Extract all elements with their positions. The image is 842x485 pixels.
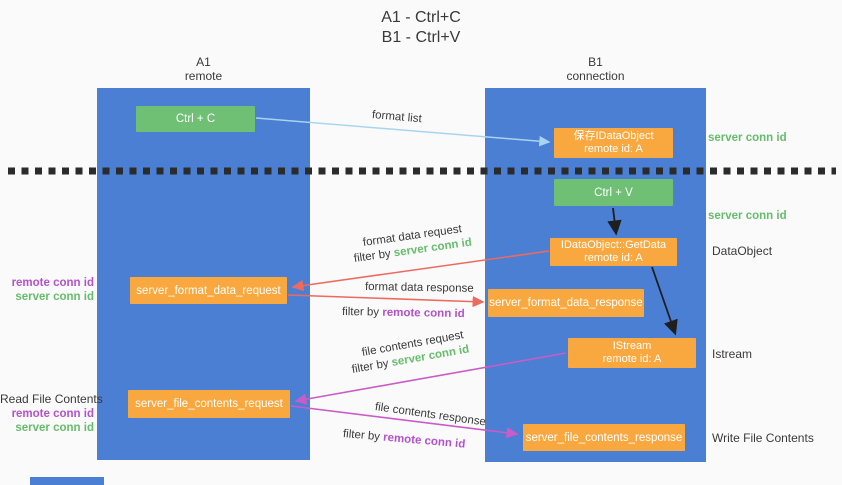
save-idataobject-title: 保存IDataObject bbox=[573, 130, 654, 142]
istream-annotation: Istream bbox=[712, 347, 753, 361]
format-data-response-arrow-label: format data response bbox=[364, 281, 474, 295]
filter-by-text: filter by bbox=[350, 357, 390, 376]
lifeline-b1-role: connection bbox=[566, 69, 625, 83]
lifeline-a1-role: remote bbox=[184, 69, 223, 83]
server-format-data-request-node: server_format_data_request bbox=[130, 277, 287, 304]
server-conn-id-annotation-top: server conn id bbox=[708, 132, 787, 144]
bottom-window-fragment bbox=[30, 477, 104, 485]
format-data-response-filter-label: filter by remote conn id bbox=[342, 306, 465, 320]
server-format-data-response-label: server_format_data_response bbox=[489, 297, 643, 309]
remote-conn-id-key: remote conn id bbox=[382, 306, 465, 321]
save-idataobject-node: 保存IDataObject remote id: A bbox=[554, 128, 673, 158]
istream-node: IStream remote id: A bbox=[568, 338, 696, 368]
remote-conn-id-annotation: remote conn id bbox=[11, 408, 94, 420]
server-file-contents-request-node: server_file_contents_request bbox=[128, 390, 290, 418]
remote-conn-id-annotation: remote conn id bbox=[11, 277, 94, 289]
filter-by-text: filter by bbox=[353, 247, 392, 265]
server-file-contents-response-label: server_file_contents_response bbox=[525, 431, 683, 444]
file-contents-response-filter-label: filter by remote conn id bbox=[342, 428, 465, 451]
read-file-contents-annotation: Read File Contents bbox=[0, 392, 103, 406]
idataobject-getdata-node: IDataObject::GetData remote id: A bbox=[550, 238, 677, 266]
lifeline-a1-name: A1 bbox=[196, 55, 211, 69]
server-conn-id-annotation-mid: server conn id bbox=[708, 210, 787, 222]
file-contents-response-arrow-label: file contents response bbox=[374, 401, 487, 429]
lifeline-header-a1: A1 remote bbox=[97, 55, 310, 83]
ctrl-v-node: Ctrl + V bbox=[554, 179, 673, 206]
format-data-response-arrow bbox=[287, 294, 485, 308]
ctrl-v-label: Ctrl + V bbox=[594, 186, 633, 199]
lifeline-header-b1: B1 connection bbox=[485, 55, 706, 83]
ctrl-c-label: Ctrl + C bbox=[175, 113, 216, 125]
mid-left-conn-ids: remote conn id server conn id bbox=[0, 277, 94, 304]
filter-by-text: filter by bbox=[341, 306, 380, 319]
ctrl-c-node: Ctrl + C bbox=[136, 106, 255, 132]
remote-conn-id-key: remote conn id bbox=[382, 431, 466, 451]
server-conn-id-annotation: server conn id bbox=[15, 421, 94, 434]
server-format-data-response-node: server_format_data_response bbox=[488, 289, 644, 317]
getdata-title: IDataObject::GetData bbox=[560, 239, 667, 251]
dataobject-annotation: DataObject bbox=[712, 244, 773, 258]
filter-by-text: filter by bbox=[342, 428, 381, 444]
page-title: A1 - Ctrl+C B1 - Ctrl+V bbox=[0, 8, 842, 48]
lifeline-b1-name: B1 bbox=[588, 55, 603, 69]
format-list-arrow-label: format list bbox=[371, 109, 423, 126]
istream-title: IStream bbox=[612, 340, 652, 352]
title-line-1: A1 - Ctrl+C bbox=[381, 9, 461, 26]
server-file-contents-response-node: server_file_contents_response bbox=[523, 424, 685, 451]
bottom-left-conn-ids: remote conn id server conn id bbox=[0, 408, 94, 435]
save-idataobject-remote-id: remote id: A bbox=[584, 143, 643, 155]
server-conn-id-annotation: server conn id bbox=[15, 290, 94, 303]
server-file-contents-request-label: server_file_contents_request bbox=[135, 398, 283, 410]
istream-remote-id: remote id: A bbox=[602, 353, 662, 365]
server-format-data-request-label: server_format_data_request bbox=[136, 284, 281, 297]
title-line-2: B1 - Ctrl+V bbox=[381, 29, 461, 46]
write-file-contents-annotation: Write File Contents bbox=[712, 431, 814, 445]
getdata-remote-id: remote id: A bbox=[584, 252, 643, 264]
